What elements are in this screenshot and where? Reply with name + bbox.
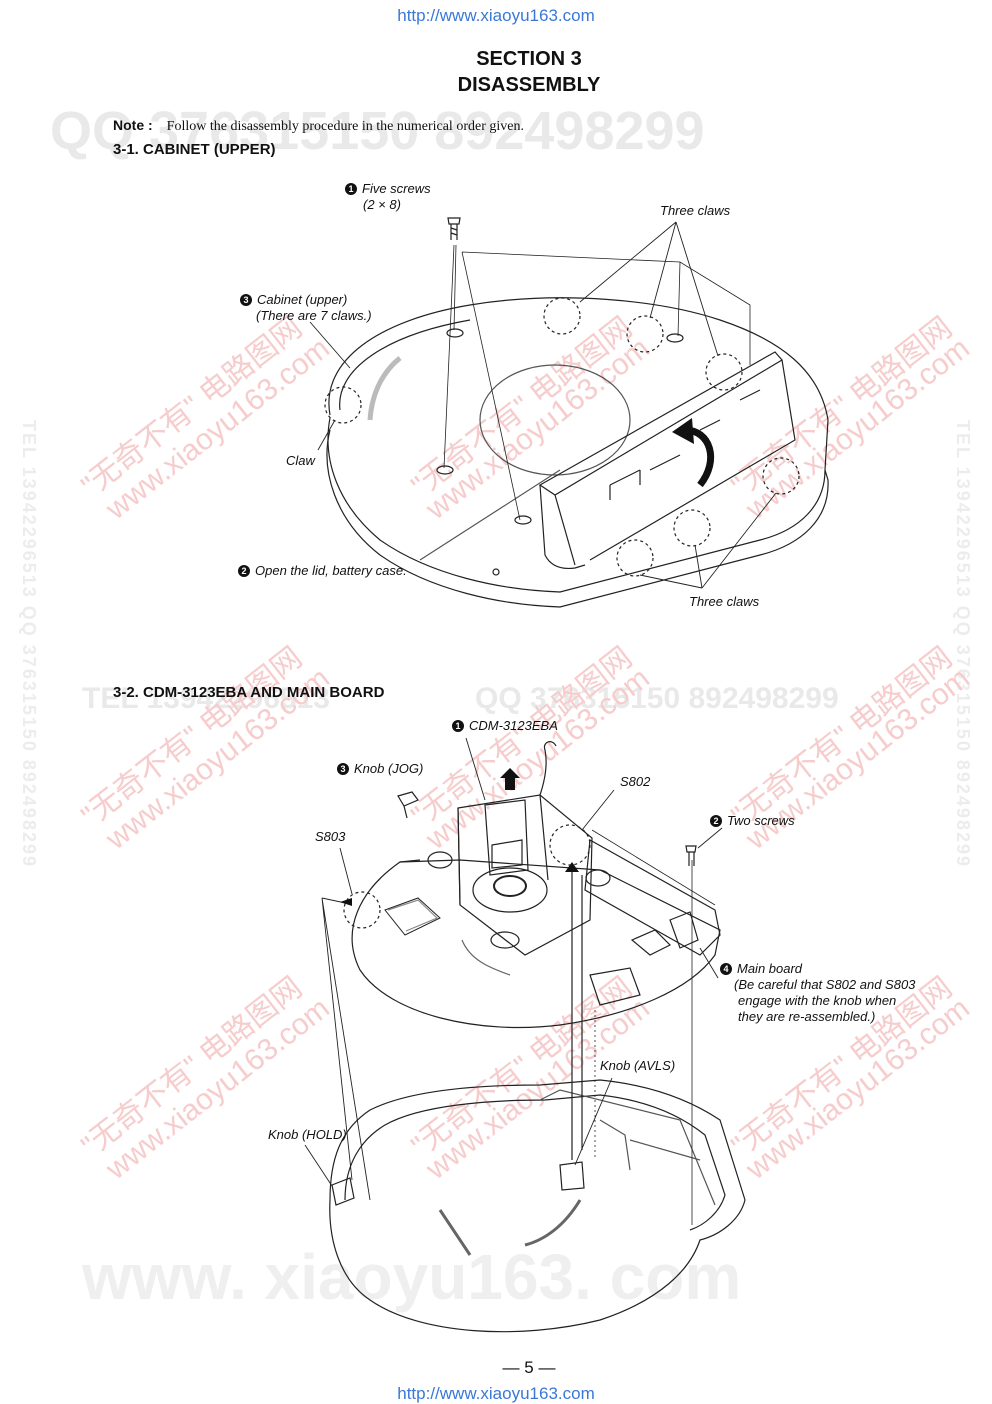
fig1-callout-cabinet: 3 Cabinet (upper) — [240, 292, 347, 307]
fig2-heading: 3-2. CDM-3123EBA AND MAIN BOARD — [113, 684, 385, 701]
fig1-callout-screws-size: (2 × 8) — [363, 197, 401, 212]
fig1-lid-label: Open the lid, battery case. — [255, 563, 407, 578]
fig1-cabinet-label: Cabinet (upper) — [257, 292, 348, 307]
fig2-main-note-line1: (Be careful that S802 and S803 — [734, 977, 916, 992]
step-1-badge: 1 — [345, 183, 357, 195]
note-text: Follow the disassembly procedure in the … — [166, 119, 524, 134]
fig1-screws-label: Five screws — [362, 181, 431, 196]
fig2-cdm-label: CDM-3123EBA — [469, 718, 558, 733]
fig2-main-board-label: Main board — [737, 961, 803, 976]
fig1-callout-cabinet-note: (There are 7 claws.) — [256, 308, 372, 323]
fig2-callout-s803: S803 — [315, 829, 346, 844]
fig2-callout-s802: S802 — [620, 774, 651, 789]
section-title: DISASSEMBLY — [457, 74, 601, 96]
fig2-callout-two-screws: 2 Two screws — [710, 813, 795, 828]
section-number: SECTION 3 — [476, 48, 582, 70]
step-1-badge: 1 — [452, 720, 464, 732]
fig2-main-note-line3: they are re-assembled.) — [738, 1009, 876, 1024]
fig1-callout-claw: Claw — [286, 453, 315, 468]
fig2-callout-knob-hold: Knob (HOLD) — [268, 1127, 347, 1142]
fig1-callout-lid: 2 Open the lid, battery case. — [238, 563, 407, 578]
fig1-heading: 3-1. CABINET (UPPER) — [113, 141, 276, 158]
step-3-badge: 3 — [337, 763, 349, 775]
step-2-badge: 2 — [238, 565, 250, 577]
fig2-callout-knob-jog: 3 Knob (JOG) — [337, 761, 423, 776]
note: Note : Follow the disassembly procedure i… — [113, 117, 524, 135]
step-3-badge: 3 — [240, 294, 252, 306]
footer-url-link[interactable]: http://www.xiaoyu163.com — [397, 1384, 595, 1403]
step-2-badge: 2 — [710, 815, 722, 827]
step-4-badge: 4 — [720, 963, 732, 975]
note-label: Note : — [113, 117, 153, 133]
fig2-knob-jog-label: Knob (JOG) — [354, 761, 424, 776]
fig2-callout-main-board: 4 Main board — [720, 961, 802, 976]
fig1-callout-three-claws-top: Three claws — [660, 203, 731, 218]
fig2-main-note-line2: engage with the knob when — [738, 993, 897, 1008]
fig2-callout-knob-avls: Knob (AVLS) — [600, 1058, 676, 1073]
page-number: — 5 — — [502, 1358, 556, 1377]
fig1-callout-three-claws-bottom: Three claws — [689, 594, 760, 609]
fig2-two-screws-label: Two screws — [727, 813, 795, 828]
fig1-callout-screws: 1 Five screws — [345, 181, 431, 196]
fig2-callout-cdm: 1 CDM-3123EBA — [452, 718, 558, 733]
header-url-link[interactable]: http://www.xiaoyu163.com — [397, 6, 595, 25]
